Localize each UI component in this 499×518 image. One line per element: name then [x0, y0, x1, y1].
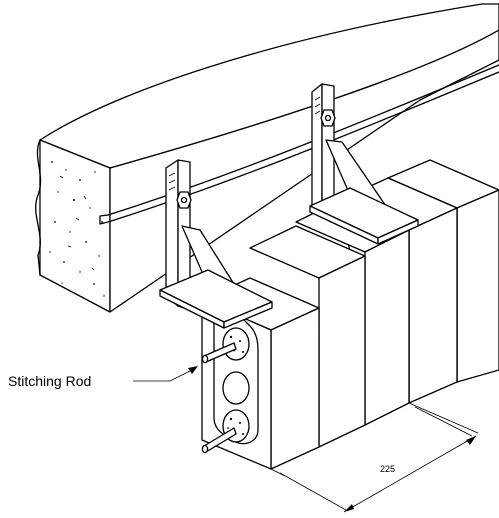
- leader-arrowhead: [188, 366, 198, 374]
- stitching-rod-callout: Stitching Rod: [8, 366, 198, 389]
- dimension-225: 225: [270, 402, 479, 513]
- stitching-rods: [201, 342, 237, 454]
- channel-end: [99, 214, 109, 225]
- concrete-texture: [49, 161, 105, 297]
- dimension-label: 225: [380, 464, 395, 474]
- bracket-front: [159, 159, 273, 329]
- leader-line: [133, 367, 197, 382]
- stitching-rod-label: Stitching Rod: [8, 373, 91, 389]
- bracket-rear: [309, 83, 419, 245]
